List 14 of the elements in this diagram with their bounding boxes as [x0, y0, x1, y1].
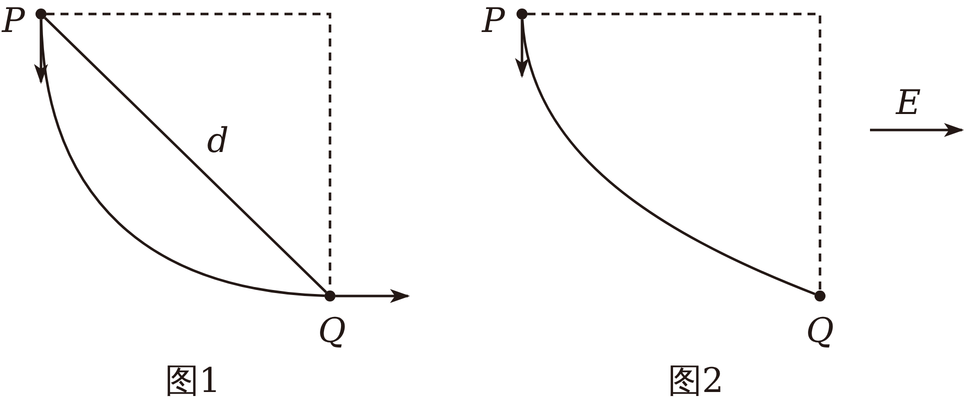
- point-dot: [36, 8, 46, 20]
- velocity-arrow: [515, 20, 529, 78]
- point-dot: [814, 290, 826, 302]
- field-label: E: [896, 86, 921, 120]
- figure-caption: 图2: [668, 364, 724, 398]
- point-label: Q: [318, 314, 346, 348]
- point-label: Q: [806, 314, 834, 348]
- figure-caption: 图1: [165, 364, 221, 398]
- point-dot: [324, 290, 336, 302]
- point-dot: [516, 8, 528, 20]
- point-label: P: [482, 4, 505, 38]
- point-label: P: [2, 4, 25, 38]
- velocity-arrow: [34, 20, 48, 84]
- velocity-arrow: [336, 289, 410, 303]
